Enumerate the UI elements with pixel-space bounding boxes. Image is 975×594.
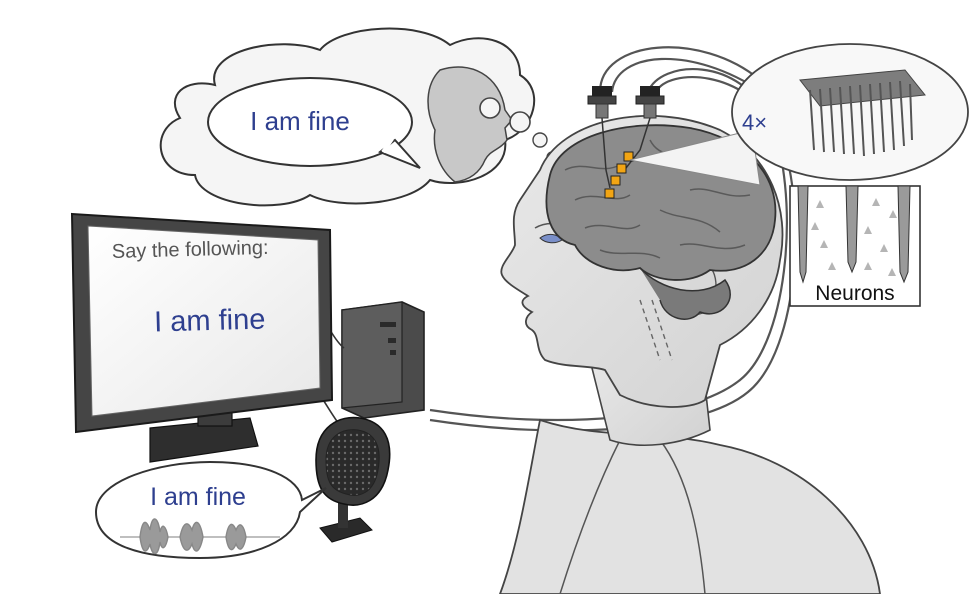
neurons-inset	[789, 185, 921, 307]
thought-dot	[479, 97, 501, 119]
thought-cloud	[159, 27, 558, 207]
electrode-array	[616, 163, 627, 174]
computer-tower	[341, 301, 425, 419]
neurons-label: Neurons	[815, 282, 894, 305]
thought-text: I am fine	[250, 106, 350, 136]
electrode-array	[610, 175, 621, 186]
neuron-cells	[811, 198, 897, 276]
monitor-sentence: I am fine	[154, 304, 266, 339]
thought-dot	[509, 111, 531, 133]
electrode-arrays	[604, 151, 634, 199]
monitor	[70, 212, 334, 463]
electrode-shanks	[797, 185, 911, 284]
electrode-array	[604, 188, 615, 199]
pedestal-right	[635, 86, 665, 119]
thought-dot	[532, 132, 548, 148]
audio-waveform-icon	[120, 518, 280, 555]
speech-text: I am fine	[150, 483, 246, 511]
pedestal-left	[587, 86, 617, 119]
microphone	[315, 416, 391, 543]
microelectrode-array	[799, 69, 926, 157]
pedestal-cables	[429, 46, 797, 432]
monitor-prompt: Say the following:	[112, 237, 269, 263]
array-inset	[629, 43, 969, 186]
electrode-array	[623, 151, 634, 162]
thought-speech-oval	[207, 77, 413, 167]
electrode-leads	[601, 117, 651, 189]
array-count-label: 4×	[742, 110, 767, 135]
monitor-screen	[87, 225, 321, 417]
